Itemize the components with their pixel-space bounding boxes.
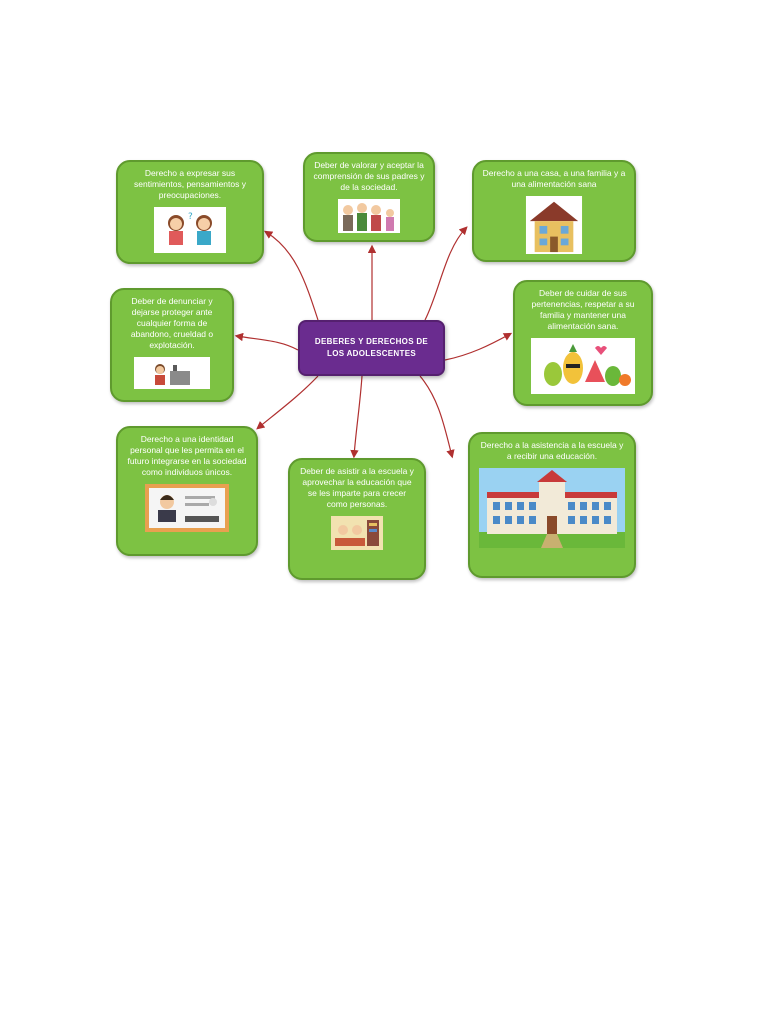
arrow-to-asistencia: [419, 375, 455, 459]
arrow-to-casa: [424, 226, 468, 321]
node-identidad: Derecho a una identidad personal que les…: [116, 426, 258, 556]
node-expresar: Derecho a expresar sus sentimientos, pen…: [116, 160, 264, 264]
arrow-to-expresar: [263, 230, 319, 321]
school-building-icon: [479, 468, 625, 548]
arrow-to-cuidar: [444, 332, 513, 361]
node-valorar: Deber de valorar y aceptar la comprensió…: [303, 152, 435, 242]
node-asistir: Deber de asistir a la escuela y aprovech…: [288, 458, 426, 580]
node-text: Derecho a una casa, a una familia y a un…: [482, 168, 626, 189]
working-child-icon: [134, 357, 210, 389]
central-topic: DEBERES Y DERECHOS DE LOS ADOLESCENTES: [298, 320, 445, 376]
two-girls-icon: ?: [154, 207, 226, 253]
node-cuidar: Deber de cuidar de sus pertenencias, res…: [513, 280, 653, 406]
house-icon: [525, 196, 583, 254]
node-text: Derecho a la asistencia a la escuela y a…: [480, 440, 624, 461]
family-icon: [338, 199, 400, 233]
node-text: Derecho a expresar sus sentimientos, pen…: [134, 168, 246, 200]
node-casa: Derecho a una casa, a una familia y a un…: [472, 160, 636, 262]
id-card-icon: [145, 484, 229, 532]
arrow-to-denunciar: [234, 332, 299, 351]
node-text: Deber de denunciar y dejarse proteger an…: [130, 296, 214, 350]
node-asistencia: Derecho a la asistencia a la escuela y a…: [468, 432, 636, 578]
node-denunciar: Deber de denunciar y dejarse proteger an…: [110, 288, 234, 402]
classroom-icon: [331, 516, 383, 550]
node-text: Derecho a una identidad personal que les…: [127, 434, 247, 477]
central-topic-title: DEBERES Y DERECHOS DE LOS ADOLESCENTES: [314, 337, 429, 358]
arrow-to-asistir: [350, 375, 363, 459]
node-text: Deber de cuidar de sus pertenencias, res…: [531, 288, 635, 331]
fruits-icon: [531, 338, 635, 394]
svg-text:?: ?: [188, 212, 193, 222]
arrow-to-identidad: [256, 375, 319, 430]
node-text: Deber de asistir a la escuela y aprovech…: [300, 466, 414, 509]
node-text: Deber de valorar y aceptar la comprensió…: [313, 160, 425, 192]
